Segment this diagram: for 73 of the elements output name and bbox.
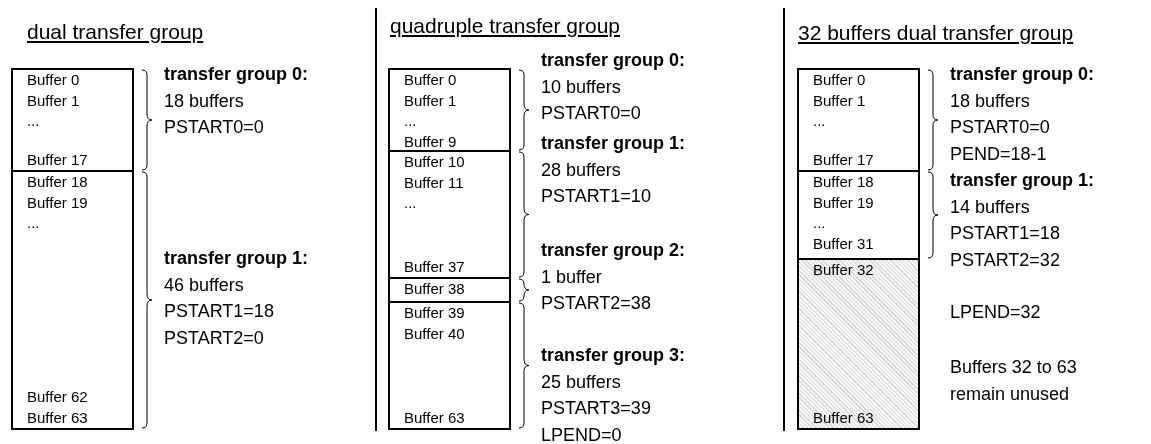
group-heading: transfer group 2: — [541, 239, 687, 262]
buffer-label: Buffer 39 — [404, 303, 466, 323]
group-heading: transfer group 3: — [541, 344, 687, 367]
group-note: PSTART0=0 — [541, 102, 642, 125]
buffer-block — [388, 68, 511, 152]
buffer-block — [388, 301, 511, 430]
buffer-label: Buffer 18 — [27, 172, 89, 192]
group-heading: transfer group 1: — [164, 247, 310, 270]
group-note: 18 buffers — [950, 89, 1031, 113]
group-note: PSTART2=38 — [541, 292, 652, 315]
group-note: PSTART2=0 — [164, 326, 265, 350]
group-note: 10 buffers — [541, 75, 622, 99]
group-note: 46 buffers — [164, 273, 245, 297]
buffer-block — [797, 170, 920, 260]
group-note: Buffers 32 to 63 remain unused — [950, 356, 1078, 406]
buffer-label: Buffer 0 — [404, 70, 458, 90]
buffer-label: Buffer 31 — [813, 233, 875, 254]
buffer-label: Buffer 11 — [404, 172, 465, 193]
group-heading: transfer group 1: — [950, 169, 1096, 192]
group-note: 25 buffers — [541, 370, 622, 394]
group-note: LPEND=0 — [541, 423, 623, 444]
panel-heading: dual transfer group — [27, 19, 204, 45]
group-heading: transfer group 0: — [164, 63, 310, 86]
group-note: PEND=18-1 — [950, 142, 1048, 166]
buffer-label: Buffer 38 — [404, 279, 466, 299]
group-note: LPEND=32 — [950, 301, 1042, 324]
group-note: PSTART1=18 — [950, 222, 1061, 245]
buffer-label: ... — [404, 111, 418, 131]
group-heading: transfer group 0: — [950, 63, 1096, 86]
buffer-label: Buffer 10 — [404, 152, 466, 172]
buffer-label: ... — [27, 213, 41, 233]
buffer-label: Buffer 37 — [404, 256, 466, 277]
buffer-label: Buffer 63 — [404, 407, 466, 428]
group-note: PSTART1=18 — [164, 300, 275, 323]
group-note: PSTART2=32 — [950, 248, 1061, 272]
buffer-label: Buffer 19 — [27, 192, 89, 213]
buffer-label: Buffer 0 — [27, 70, 81, 90]
buffer-label: Buffer 18 — [813, 172, 875, 192]
buffer-block — [797, 68, 920, 172]
group-note: 18 buffers — [164, 89, 245, 113]
panel-heading: 32 buffers dual transfer group — [798, 20, 1074, 46]
buffer-label: Buffer 0 — [813, 70, 867, 90]
buffer-block — [11, 170, 134, 430]
buffer-label: Buffer 32 — [813, 260, 875, 280]
buffer-label: Buffer 63 — [813, 407, 875, 428]
buffer-block — [11, 68, 134, 172]
buffer-label: Buffer 17 — [813, 149, 875, 170]
group-note: 28 buffers — [541, 158, 622, 182]
buffer-label: Buffer 63 — [27, 407, 89, 428]
buffer-label: ... — [813, 213, 827, 233]
buffer-label: Buffer 19 — [813, 192, 875, 213]
group-note: PSTART0=0 — [950, 116, 1051, 139]
buffer-label: Buffer 1 — [27, 90, 81, 111]
buffer-label: Buffer 9 — [404, 131, 458, 152]
group-note: PSTART3=39 — [541, 397, 652, 420]
group-heading: transfer group 0: — [541, 49, 687, 72]
buffer-label: Buffer 17 — [27, 149, 89, 170]
buffer-label: Buffer 1 — [404, 90, 458, 111]
buffer-label: Buffer 1 — [813, 90, 867, 111]
buffer-label: Buffer 40 — [404, 323, 466, 344]
group-note: PSTART1=10 — [541, 185, 652, 208]
buffer-block — [388, 150, 511, 279]
buffer-label: Buffer 62 — [27, 387, 89, 407]
group-note: PSTART0=0 — [164, 116, 265, 139]
buffer-block — [388, 277, 511, 303]
group-note: 14 buffers — [950, 195, 1031, 219]
panel-heading: quadruple transfer group — [390, 13, 620, 39]
unused-buffer-block — [797, 258, 920, 430]
group-heading: transfer group 1: — [541, 132, 687, 155]
buffer-label: ... — [27, 111, 41, 131]
buffer-label: ... — [404, 193, 418, 213]
buffer-label: ... — [813, 111, 827, 131]
group-note: 1 buffer — [541, 265, 603, 289]
